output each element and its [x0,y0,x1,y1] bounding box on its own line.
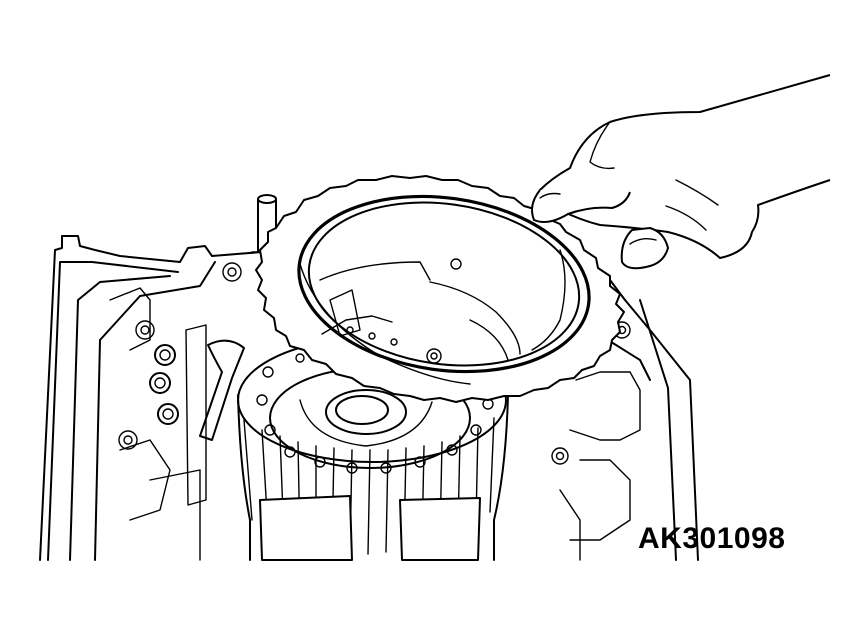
transmission-case [39,194,699,561]
fingers [531,189,669,270]
hand [539,74,831,259]
internal-parts [319,249,566,364]
clutch-drum [237,337,509,561]
figure-code-label: AK301098 [638,522,786,555]
